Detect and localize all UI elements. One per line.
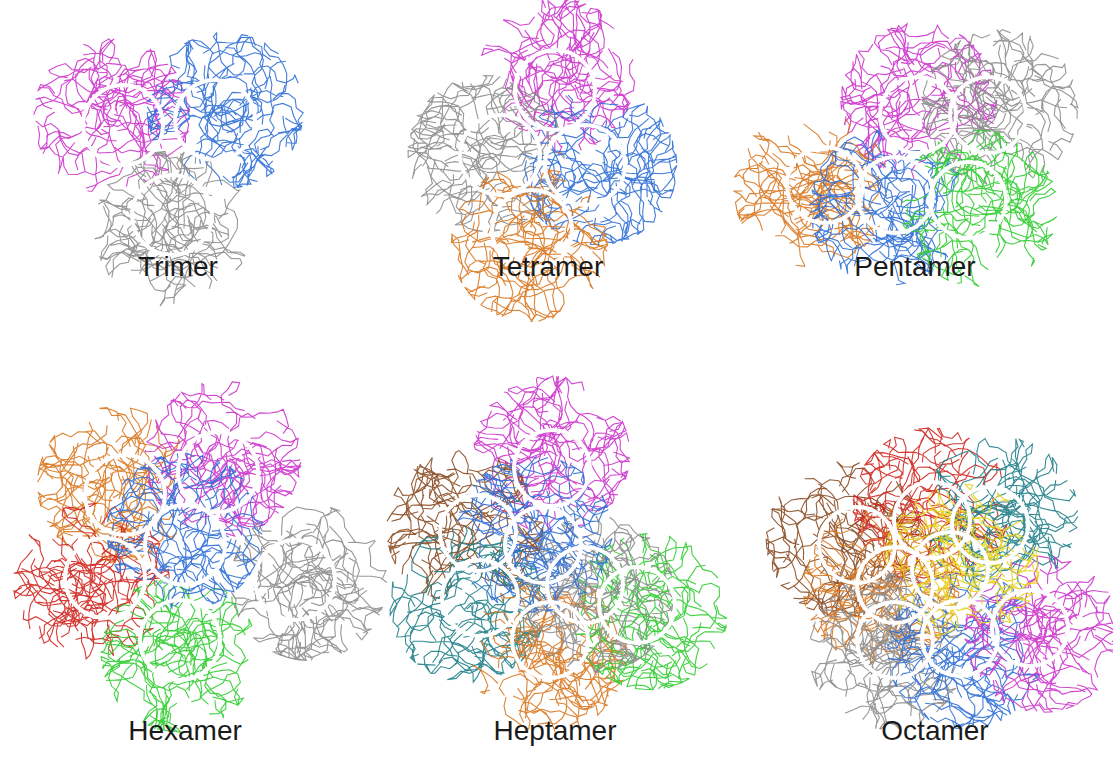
oligomer-ensemble [14,382,387,732]
subunit-circle [65,538,145,618]
chain-trace [884,484,1040,636]
panel-label: Pentamer [854,252,975,283]
oligomer-ensemble [408,0,677,322]
subunit-circle [787,147,863,223]
chain-trace [101,577,252,732]
subunit-circle [819,507,895,583]
chain-trace [734,119,886,267]
subunit-circle [255,540,335,620]
chain-trace [95,151,246,306]
subunit-circle [922,600,998,676]
oligomer-ensemble [34,33,304,306]
chain-trace [522,95,677,245]
chain-trace [145,382,300,536]
chain-trace [231,507,386,661]
chain-trace [14,503,170,659]
subunit-circle [460,115,540,195]
subunit-circle [992,590,1068,666]
subunit-circle [545,125,625,205]
panel-label: Octamer [881,716,988,747]
subunit-circle [547,547,623,623]
subunit-circle [514,430,590,506]
subunit-circle [178,432,258,512]
panel-label-holder: Pentamer [854,252,975,283]
panel-label: Trimer [138,252,218,283]
panel-label-holder: Trimer [138,252,218,283]
subunit-circle [512,602,588,678]
subunit-circle [505,507,581,583]
subunit-circle [952,487,1028,563]
chain-trace [390,526,545,682]
subunit-circle [132,175,212,255]
subunit-circle [950,77,1026,153]
chain-trace [452,167,608,321]
panel-label: Tetramer [493,252,603,283]
subunit-circle [442,560,518,636]
subunit-circle [857,157,933,233]
oligomer-ensemble [734,24,1078,287]
panel-label: Hexamer [128,716,242,747]
panel-label-holder: Tetramer [493,252,603,283]
subunit-circle [83,85,163,165]
panel-label-holder: Hexamer [128,716,242,747]
panel-label-holder: Heptamer [494,716,617,747]
panel-label: Heptamer [494,716,617,747]
subunit-circle [145,505,225,585]
subunit-circle [912,532,988,608]
subunit-circle [175,80,255,160]
subunit-circle [140,600,220,680]
chain-trace [107,453,262,608]
subunit-circle [599,567,675,643]
subunit-circle [880,77,956,153]
subunit-circle [930,162,1006,238]
subunit-circle [515,50,595,130]
panel-label-holder: Octamer [881,716,988,747]
oligomer-ensemble [766,428,1113,729]
oligomer-ensemble [387,376,727,732]
